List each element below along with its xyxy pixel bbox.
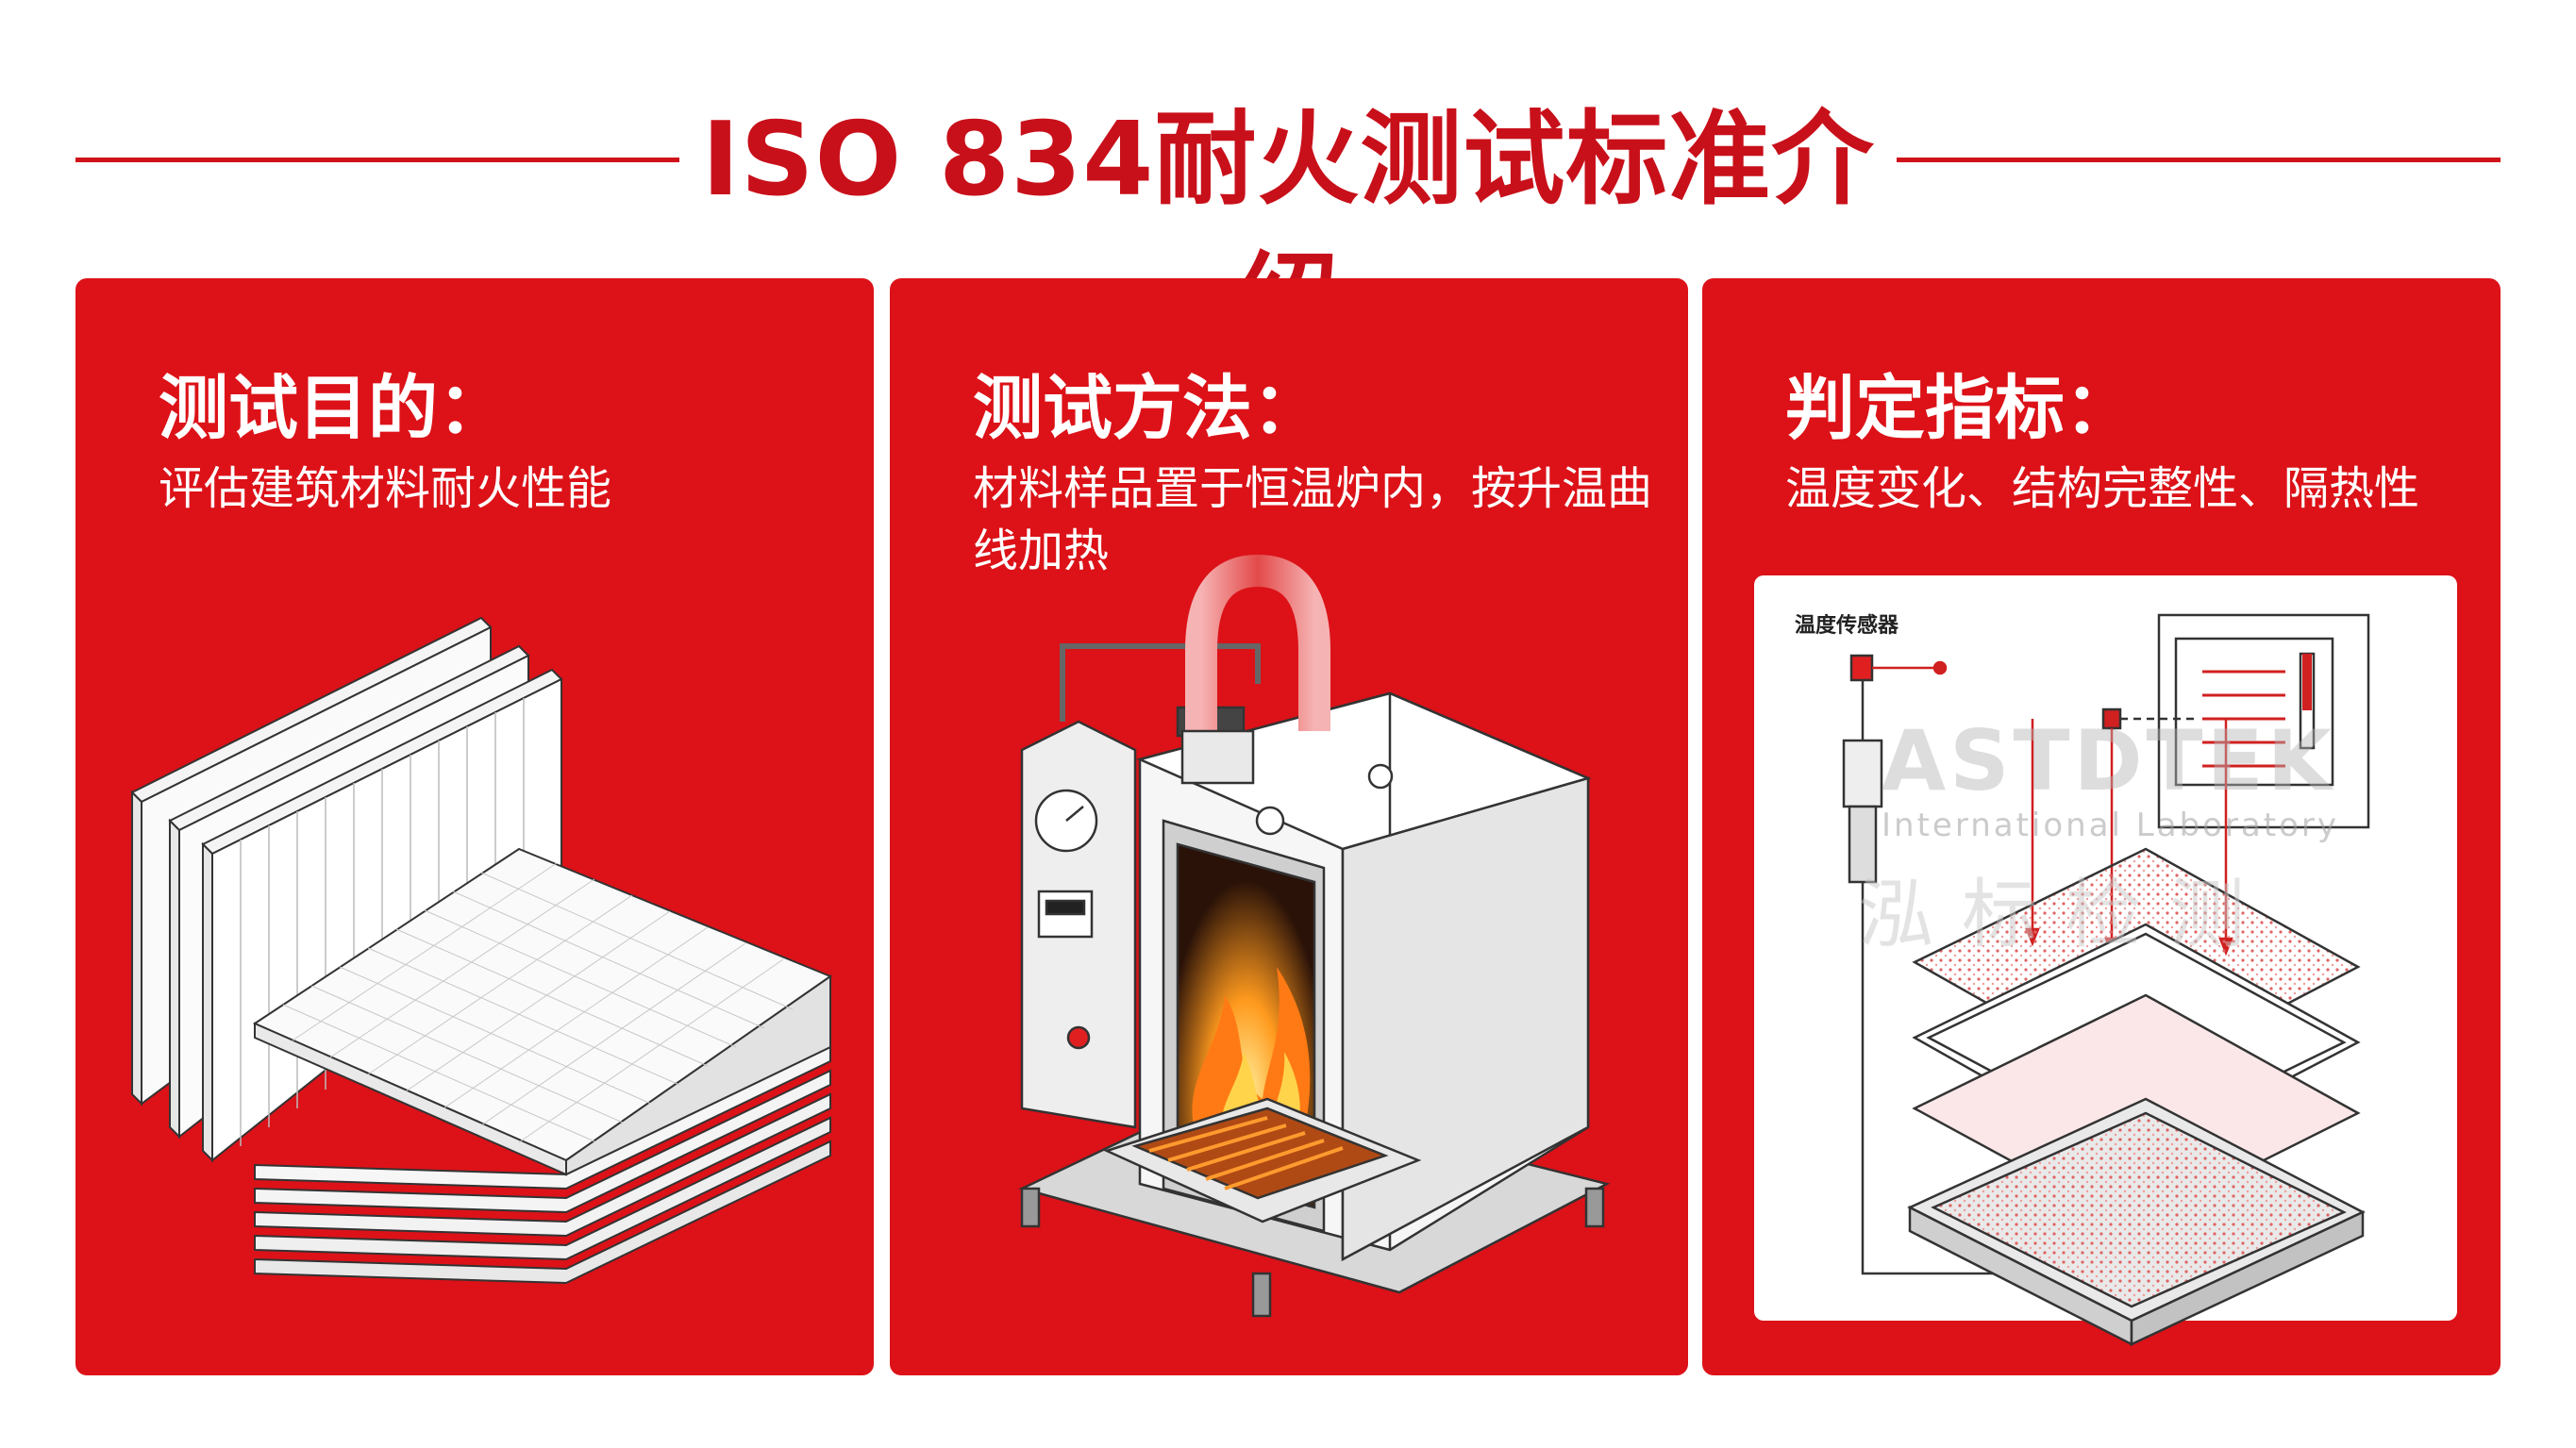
title-divider-right	[1897, 158, 2501, 162]
card-judgment-criteria: 判定指标： 温度变化、结构完整性、隔热性 温度传感器	[1702, 278, 2501, 1375]
title-divider-left	[75, 158, 679, 162]
watermark-subtitle: International Laboratory	[1882, 807, 2340, 844]
furnace-illustration	[1018, 554, 1611, 1318]
card-test-method: 测试方法： 材料样品置于恒温炉内，按升温曲线加热	[890, 278, 1688, 1375]
watermark-brand: ASTDTEK	[1882, 712, 2335, 809]
card-description: 温度变化、结构完整性、隔热性	[1785, 462, 2420, 515]
card-test-purpose: 测试目的： 评估建筑材料耐火性能	[75, 278, 874, 1375]
watermark-cn-name: 泓标检测	[1858, 871, 2273, 958]
temperature-sensor-label: 温度传感器	[1795, 614, 1899, 638]
card-description: 评估建筑材料耐火性能	[159, 462, 612, 515]
card-heading: 测试目的：	[159, 368, 508, 449]
building-panels-illustration	[130, 616, 833, 1285]
title-row: ISO 834耐火测试标准介绍	[0, 90, 2576, 360]
card-heading: 判定指标：	[1785, 368, 2134, 449]
sensor-layers-illustration	[1842, 613, 2370, 1347]
card-heading: 测试方法：	[973, 368, 1322, 449]
card-description: 材料样品置于恒温炉内，按升温曲线加热	[973, 462, 1653, 577]
